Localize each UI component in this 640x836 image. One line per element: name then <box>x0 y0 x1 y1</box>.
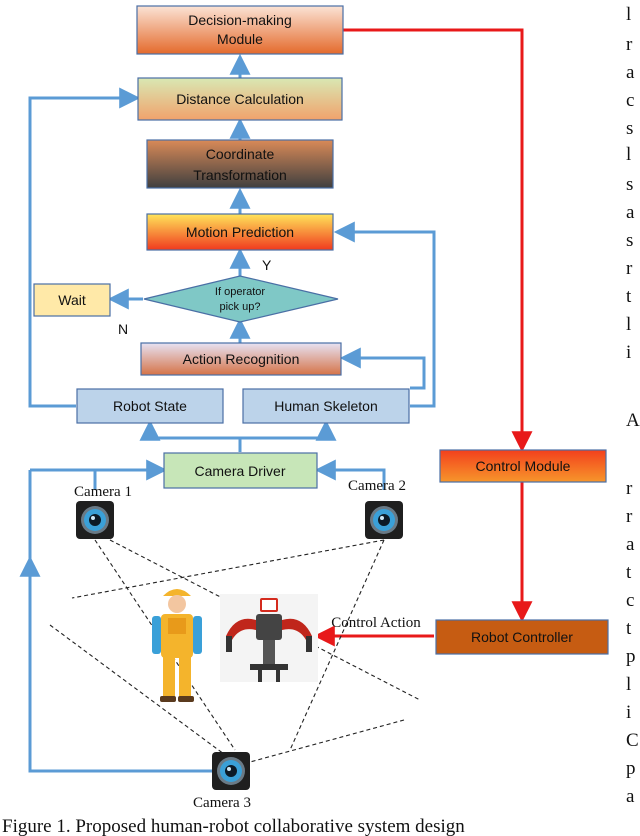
body-text-letter: r <box>626 478 633 499</box>
camera-1-icon <box>76 501 114 539</box>
yes-label: Y <box>262 257 272 273</box>
arrow-camera3-to-driver <box>19 555 212 773</box>
body-text-letter: r <box>626 506 633 527</box>
body-text-letter: i <box>626 702 631 723</box>
wait-label: Wait <box>58 292 86 308</box>
body-text-letter: A <box>626 410 640 431</box>
body-text-letter: l <box>626 144 631 165</box>
decision-module-box: Decision-making Module <box>136 5 344 55</box>
body-text-letter: s <box>626 230 633 251</box>
body-text-letter: a <box>626 62 635 83</box>
camera-3-label: Camera 3 <box>193 795 251 811</box>
body-text-letter: r <box>626 34 633 55</box>
arrow-decision-to-control <box>343 28 533 453</box>
body-text-letter: i <box>626 342 631 363</box>
arrow-robotstate-to-distance <box>28 87 141 408</box>
body-text-letter: a <box>626 786 635 807</box>
no-label: N <box>118 321 128 337</box>
control-module-box: Control Module <box>439 449 607 483</box>
control-action-label: Control Action <box>331 615 421 631</box>
body-text-letter: s <box>626 174 633 195</box>
arrow-driver-to-robotstate <box>139 419 242 452</box>
body-text-letter: a <box>626 534 635 555</box>
figure-caption-fragment: Figure 1. Proposed human-robot collabora… <box>2 816 465 836</box>
distance-calculation-box: Distance Calculation <box>137 77 343 121</box>
pick-up-decision-diamond: If operator pick up? <box>143 275 339 323</box>
human-skeleton-box: Human Skeleton <box>242 388 410 424</box>
blue-connectors <box>19 53 436 773</box>
diamond-label-line2: pick up? <box>220 301 261 313</box>
robot-icon <box>220 594 318 682</box>
distance-label: Distance Calculation <box>176 91 304 107</box>
arrow-skeleton-to-motion <box>333 221 436 408</box>
red-connectors <box>313 28 533 647</box>
action-recognition-box: Action Recognition <box>140 342 342 376</box>
body-text-letter: s <box>626 118 633 139</box>
body-text-letter: a <box>626 202 635 223</box>
arrow-driver-to-skeleton <box>240 419 337 441</box>
body-text-letter: t <box>626 618 632 639</box>
body-text-letter: c <box>626 590 634 611</box>
coordinate-transformation-box: Coordinate Transformation <box>146 139 334 189</box>
human-skeleton-label: Human Skeleton <box>274 398 378 414</box>
body-text-letter: l <box>626 4 631 25</box>
arrow-skeleton-to-action <box>339 347 426 390</box>
decision-label-line2: Module <box>217 31 263 47</box>
coordinate-label-line1: Coordinate <box>206 146 275 162</box>
body-text-letter: r <box>626 258 633 279</box>
wait-box: Wait <box>33 283 111 317</box>
body-text-letter: p <box>626 758 636 779</box>
robot-state-box: Robot State <box>76 388 224 424</box>
decision-label-line1: Decision-making <box>188 12 291 28</box>
robot-controller-label: Robot Controller <box>471 629 573 645</box>
camera-driver-label: Camera Driver <box>194 463 285 479</box>
diamond-label-line1: If operator <box>215 286 265 298</box>
motion-prediction-box: Motion Prediction <box>146 213 334 251</box>
action-label: Action Recognition <box>183 351 300 367</box>
robot-state-label: Robot State <box>113 398 187 414</box>
coordinate-label-line2: Transformation <box>193 167 287 183</box>
camera-1-label: Camera 1 <box>74 484 132 500</box>
camera-driver-box: Camera Driver <box>163 452 318 489</box>
body-text-letter: t <box>626 562 632 583</box>
camera-3-icon <box>212 752 250 790</box>
motion-label: Motion Prediction <box>186 224 294 240</box>
camera-2-icon <box>365 501 403 539</box>
robot-controller-box: Robot Controller <box>435 619 609 655</box>
camera-2-label: Camera 2 <box>348 478 406 494</box>
body-text-letter: l <box>626 314 631 335</box>
body-text-letter: c <box>626 90 634 111</box>
human-operator-icon <box>152 589 202 702</box>
body-text-letter: p <box>626 646 636 667</box>
control-module-label: Control Module <box>476 458 571 474</box>
body-text-letter: C <box>626 730 639 751</box>
body-text-letter: t <box>626 286 632 307</box>
arrow-camera2-to-driver <box>314 459 386 490</box>
body-text-letter: l <box>626 674 631 695</box>
